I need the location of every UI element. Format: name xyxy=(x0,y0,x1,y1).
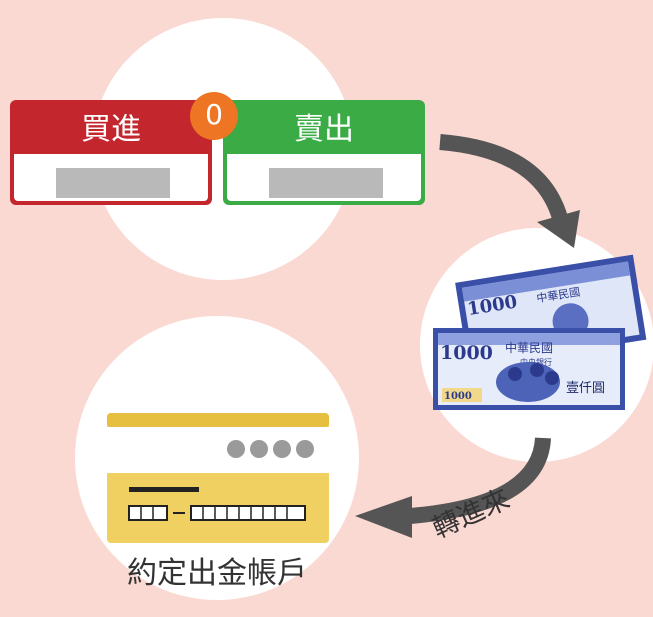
buy-label: 買進 xyxy=(81,112,141,147)
count-badge: 0 xyxy=(190,92,238,140)
sell-value-area xyxy=(227,154,421,201)
bill-denomination: 1000 xyxy=(444,391,472,402)
bank-card-icon xyxy=(107,413,329,543)
buy-value-area xyxy=(14,154,208,201)
bill-amount: 壹仟圓 xyxy=(566,381,605,396)
bill-bank: 中央銀行 xyxy=(520,357,552,367)
bill-denomination: 1000 xyxy=(440,342,493,364)
sell-panel: 賣出 xyxy=(223,100,425,205)
buy-value-placeholder xyxy=(56,168,170,198)
buy-panel: 買進 xyxy=(10,100,212,205)
bill-issuer: 中華民國 xyxy=(505,340,553,355)
arrow-head-icon xyxy=(355,496,412,538)
sell-label: 賣出 xyxy=(294,112,354,147)
arrow-head-icon xyxy=(537,210,580,248)
sell-value-placeholder xyxy=(269,168,383,198)
curved-arrow-icon xyxy=(439,134,568,221)
account-label: 約定出金帳戶 xyxy=(127,556,307,591)
curved-arrow-icon xyxy=(409,437,551,524)
